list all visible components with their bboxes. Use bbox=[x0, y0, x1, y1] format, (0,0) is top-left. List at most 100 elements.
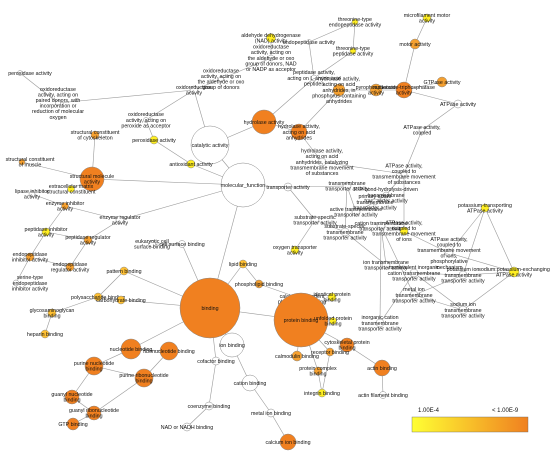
node-circle[interactable] bbox=[409, 268, 419, 278]
node-circle[interactable] bbox=[382, 191, 390, 199]
node-calcium-ion[interactable]: calcium ion binding bbox=[265, 433, 311, 451]
node-circle[interactable] bbox=[395, 81, 413, 99]
node-circle[interactable] bbox=[310, 215, 320, 225]
node-circle[interactable] bbox=[332, 83, 346, 97]
node-circle[interactable] bbox=[351, 207, 361, 217]
node-circle[interactable] bbox=[28, 190, 36, 198]
node-hydrolase[interactable]: hydrolase activity bbox=[244, 109, 285, 135]
node-circle[interactable] bbox=[116, 295, 126, 305]
node-circle[interactable] bbox=[204, 401, 214, 411]
node-circle[interactable] bbox=[190, 125, 230, 165]
node-peptidase-lamino[interactable]: peptidase activity,acting on L-amino aci… bbox=[287, 70, 340, 87]
node-pattern-binding[interactable]: pattern binding bbox=[106, 266, 142, 276]
node-carbohydrate[interactable]: carbohydrate binding bbox=[96, 295, 146, 305]
node-circle[interactable] bbox=[120, 338, 142, 360]
node-circle[interactable] bbox=[220, 162, 266, 208]
node-circle[interactable] bbox=[238, 259, 248, 269]
node-integrin[interactable]: integrin binding bbox=[304, 388, 340, 398]
node-circle[interactable] bbox=[178, 240, 186, 248]
node-circle[interactable] bbox=[17, 70, 23, 76]
node-gtpase[interactable]: GTPase activity bbox=[423, 76, 461, 88]
node-phospholipid[interactable]: phospholipid binding bbox=[235, 279, 283, 289]
node-circle[interactable] bbox=[422, 13, 432, 23]
node-circle[interactable] bbox=[283, 182, 293, 192]
node-endopeptidase[interactable]: endopeptidase activity bbox=[283, 39, 336, 46]
node-coenzyme[interactable]: coenzyme binding bbox=[188, 401, 231, 411]
node-circle[interactable] bbox=[251, 109, 277, 135]
node-circle[interactable] bbox=[219, 332, 245, 358]
node-circle[interactable] bbox=[84, 356, 104, 376]
node-circle[interactable] bbox=[409, 290, 419, 300]
node-catalytic[interactable]: catalytic activity bbox=[190, 125, 230, 165]
node-circle[interactable] bbox=[342, 181, 352, 191]
node-atpase[interactable]: ATPase activity bbox=[440, 99, 476, 109]
node-atpase-coupled[interactable]: ATPase activity,coupled bbox=[403, 125, 440, 137]
node-circle[interactable] bbox=[40, 329, 50, 339]
node-circle[interactable] bbox=[159, 341, 179, 361]
node-circle[interactable] bbox=[211, 356, 221, 366]
node-circle[interactable] bbox=[12, 279, 20, 287]
node-transporter[interactable]: transporter activity bbox=[266, 182, 310, 192]
node-circle[interactable] bbox=[329, 317, 337, 325]
node-circle[interactable] bbox=[47, 308, 57, 318]
node-circle[interactable] bbox=[349, 47, 357, 55]
node-circle[interactable] bbox=[375, 318, 385, 328]
node-circle[interactable] bbox=[381, 260, 391, 270]
node-circle[interactable] bbox=[351, 18, 359, 26]
node-circle[interactable] bbox=[373, 359, 391, 377]
node-circle[interactable] bbox=[290, 123, 308, 141]
node-gtp[interactable]: GTP binding bbox=[58, 417, 88, 431]
node-actin-filament[interactable]: actin filament binding bbox=[358, 391, 408, 399]
node-lipid[interactable]: lipid binding bbox=[229, 259, 257, 269]
node-circle[interactable] bbox=[317, 388, 327, 398]
node-circle[interactable] bbox=[273, 292, 329, 348]
node-circle[interactable] bbox=[279, 433, 297, 451]
node-circle[interactable] bbox=[186, 159, 196, 169]
node-peroxidase[interactable]: peroxidase activity bbox=[8, 70, 52, 77]
node-molecular-function[interactable]: molecular_function bbox=[220, 162, 266, 208]
node-aldehyde[interactable]: aldehyde dehydrogenase(NAD) activity bbox=[241, 33, 301, 45]
node-circle[interactable] bbox=[65, 262, 75, 272]
node-circle[interactable] bbox=[93, 292, 103, 302]
node-circle[interactable] bbox=[310, 74, 318, 82]
node-circle[interactable] bbox=[313, 366, 323, 376]
node-ribonucleotide[interactable]: ribonucleotide binding bbox=[143, 341, 195, 361]
node-circle[interactable] bbox=[143, 117, 149, 123]
node-circle[interactable] bbox=[290, 245, 300, 255]
node-circle[interactable] bbox=[67, 185, 75, 193]
node-circle[interactable] bbox=[218, 76, 224, 82]
node-circle[interactable] bbox=[266, 408, 276, 418]
node-circle[interactable] bbox=[148, 240, 156, 248]
node-ion-binding[interactable]: ion binding bbox=[219, 332, 245, 358]
node-circle[interactable] bbox=[418, 126, 426, 134]
node-circle[interactable] bbox=[61, 202, 69, 210]
